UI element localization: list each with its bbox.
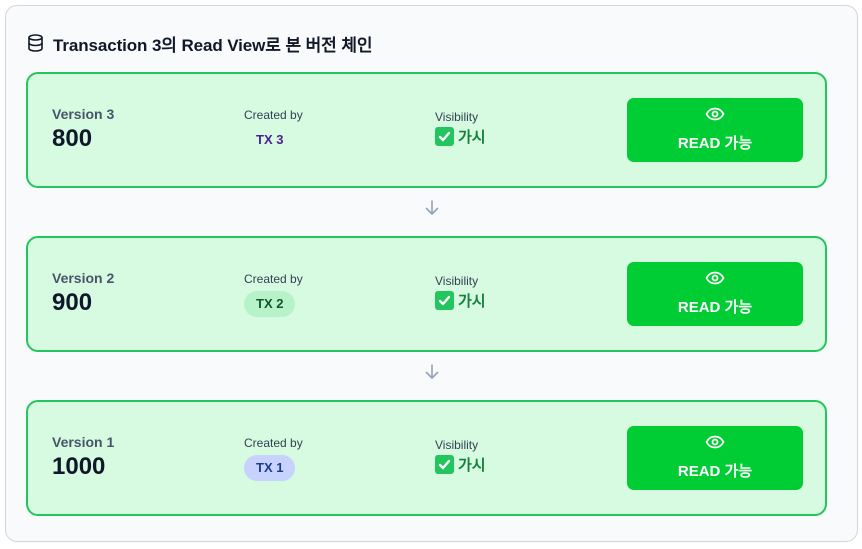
panel-title: Transaction 3의 Read View로 본 버전 체인 bbox=[53, 35, 373, 55]
read-button[interactable]: READ 가능 bbox=[627, 426, 803, 490]
read-button-label: READ 가능 bbox=[677, 463, 753, 480]
created-by-label: Created by bbox=[244, 436, 303, 450]
version-info: Version 1 1000 bbox=[52, 434, 114, 481]
eye-icon bbox=[705, 271, 725, 290]
read-button[interactable]: READ 가능 bbox=[627, 262, 803, 326]
visibility-info: Visibility 가시 bbox=[435, 438, 486, 475]
created-by-info: Created by TX 3 bbox=[244, 108, 303, 153]
check-mark-icon bbox=[435, 455, 454, 474]
version-label: Version 1 bbox=[52, 434, 115, 450]
version-card-2: Version 2 900 Created by TX 2 Visibility… bbox=[26, 236, 827, 352]
read-button-label: READ 가능 bbox=[677, 135, 753, 152]
visibility-label: Visibility bbox=[435, 110, 479, 124]
created-by-info: Created by TX 2 bbox=[244, 272, 303, 317]
tx-badge: TX 1 bbox=[244, 455, 296, 481]
check-mark-icon bbox=[435, 127, 454, 146]
visibility-info: Visibility 가시 bbox=[435, 274, 486, 311]
eye-icon bbox=[705, 107, 725, 126]
eye-icon bbox=[705, 435, 725, 454]
tx-badge: TX 3 bbox=[256, 132, 284, 147]
version-card-1: Version 1 1000 Created by TX 1 Visibilit… bbox=[26, 400, 827, 516]
check-mark-icon bbox=[435, 291, 454, 310]
version-value: 900 bbox=[52, 289, 93, 316]
tx-badge: TX 2 bbox=[244, 291, 296, 317]
arrow-down-icon bbox=[423, 199, 441, 222]
visibility-value: 가시 bbox=[435, 126, 486, 147]
created-by-label: Created by bbox=[244, 108, 303, 122]
created-by-label: Created by bbox=[244, 272, 303, 286]
visibility-status: 가시 bbox=[458, 293, 486, 310]
version-value: 800 bbox=[52, 125, 93, 152]
database-icon bbox=[27, 34, 44, 52]
version-info: Version 3 800 bbox=[52, 106, 114, 153]
version-info: Version 2 900 bbox=[52, 270, 114, 317]
created-by-info: Created by TX 1 bbox=[244, 436, 303, 481]
read-button-label: READ 가능 bbox=[677, 299, 753, 316]
arrow-down-icon bbox=[423, 363, 441, 386]
version-value: 1000 bbox=[52, 453, 106, 480]
version-card-3: Version 3 800 Created by TX 3 Visibility… bbox=[26, 72, 827, 188]
version-label: Version 2 bbox=[52, 270, 115, 286]
version-label: Version 3 bbox=[52, 106, 115, 122]
visibility-status: 가시 bbox=[458, 129, 486, 146]
visibility-label: Visibility bbox=[435, 274, 479, 288]
read-button[interactable]: READ 가능 bbox=[627, 98, 803, 162]
panel-header: Transaction 3의 Read View로 본 버전 체인 bbox=[27, 32, 373, 55]
visibility-status: 가시 bbox=[458, 457, 486, 474]
visibility-info: Visibility 가시 bbox=[435, 110, 486, 147]
visibility-label: Visibility bbox=[435, 438, 479, 452]
visibility-value: 가시 bbox=[435, 290, 486, 311]
visibility-value: 가시 bbox=[435, 454, 486, 475]
